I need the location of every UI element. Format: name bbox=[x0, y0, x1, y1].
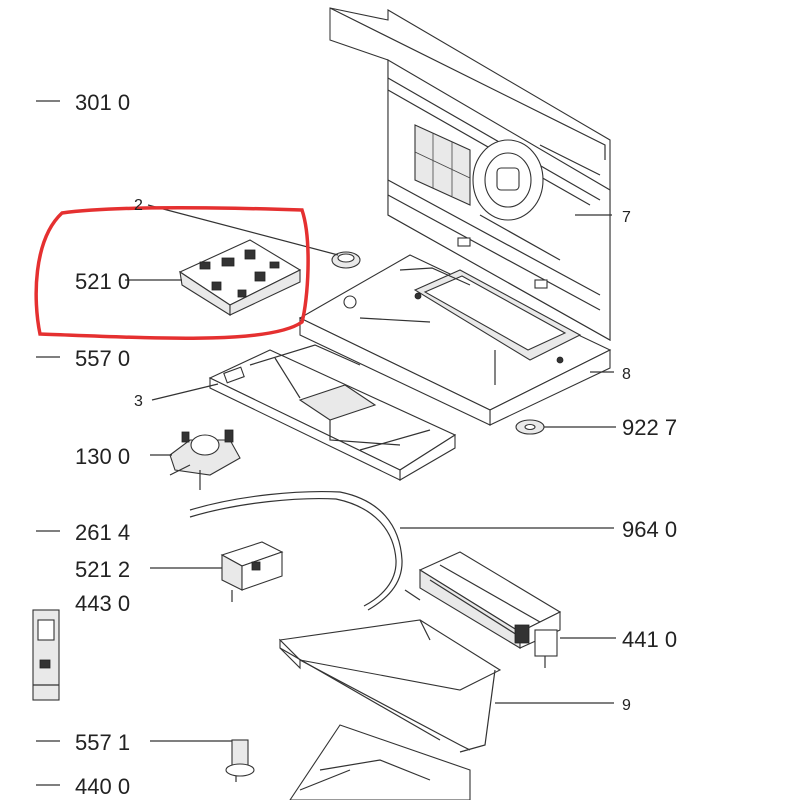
motor-part-130-0 bbox=[169, 429, 241, 490]
connector-box-part-521-2 bbox=[220, 541, 284, 602]
label-440-0: 440 0 bbox=[75, 774, 130, 799]
label-261-4: 261 4 bbox=[75, 520, 130, 545]
washer-part-922-7 bbox=[515, 419, 545, 435]
back-panel-part-7 bbox=[329, 7, 611, 341]
control-board-part-521-0 bbox=[178, 239, 302, 316]
base-plate-part-3 bbox=[208, 344, 457, 481]
top-panel-part-8 bbox=[298, 254, 612, 426]
leader-lines bbox=[36, 100, 616, 786]
bracket-part-9 bbox=[278, 619, 502, 753]
label-8: 8 bbox=[622, 366, 631, 383]
label-3: 3 bbox=[134, 393, 143, 410]
thermostat-part-557-1 bbox=[225, 739, 255, 782]
label-521-0: 521 0 bbox=[75, 269, 130, 294]
label-557-1: 557 1 bbox=[75, 730, 130, 755]
label-521-2: 521 2 bbox=[75, 557, 130, 582]
label-130-0: 130 0 bbox=[75, 444, 130, 469]
label-964-0: 964 0 bbox=[622, 517, 677, 542]
label-9: 9 bbox=[622, 697, 631, 714]
heater-assembly-part-441-0 bbox=[404, 551, 562, 668]
tube-part-964-0 bbox=[189, 490, 403, 611]
label-2: 2 bbox=[134, 197, 143, 214]
label-557-0: 557 0 bbox=[75, 346, 130, 371]
label-922-7: 922 7 bbox=[622, 415, 677, 440]
label-441-0: 441 0 bbox=[622, 627, 677, 652]
highlight-outline bbox=[34, 206, 310, 340]
label-301-0: 301 0 bbox=[75, 90, 130, 115]
grommet-part-2 bbox=[331, 251, 361, 269]
label-443-0: 443 0 bbox=[75, 591, 130, 616]
callout-labels: 301 0 2 521 0 557 0 3 130 0 261 4 521 2 … bbox=[75, 90, 677, 799]
bottom-panel bbox=[289, 724, 471, 800]
label-7: 7 bbox=[622, 209, 631, 226]
part-443-0 bbox=[32, 609, 60, 701]
